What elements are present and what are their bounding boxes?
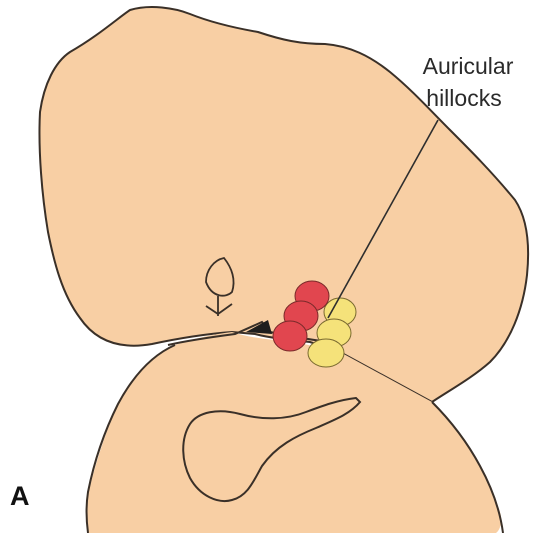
hillock-anterior-3 — [273, 321, 307, 351]
hillock-posterior-3 — [308, 339, 344, 367]
callout-label-line2: hillocks — [426, 85, 501, 111]
panel-letter: A — [10, 481, 30, 511]
callout-label-line1: Auricular — [423, 53, 514, 79]
